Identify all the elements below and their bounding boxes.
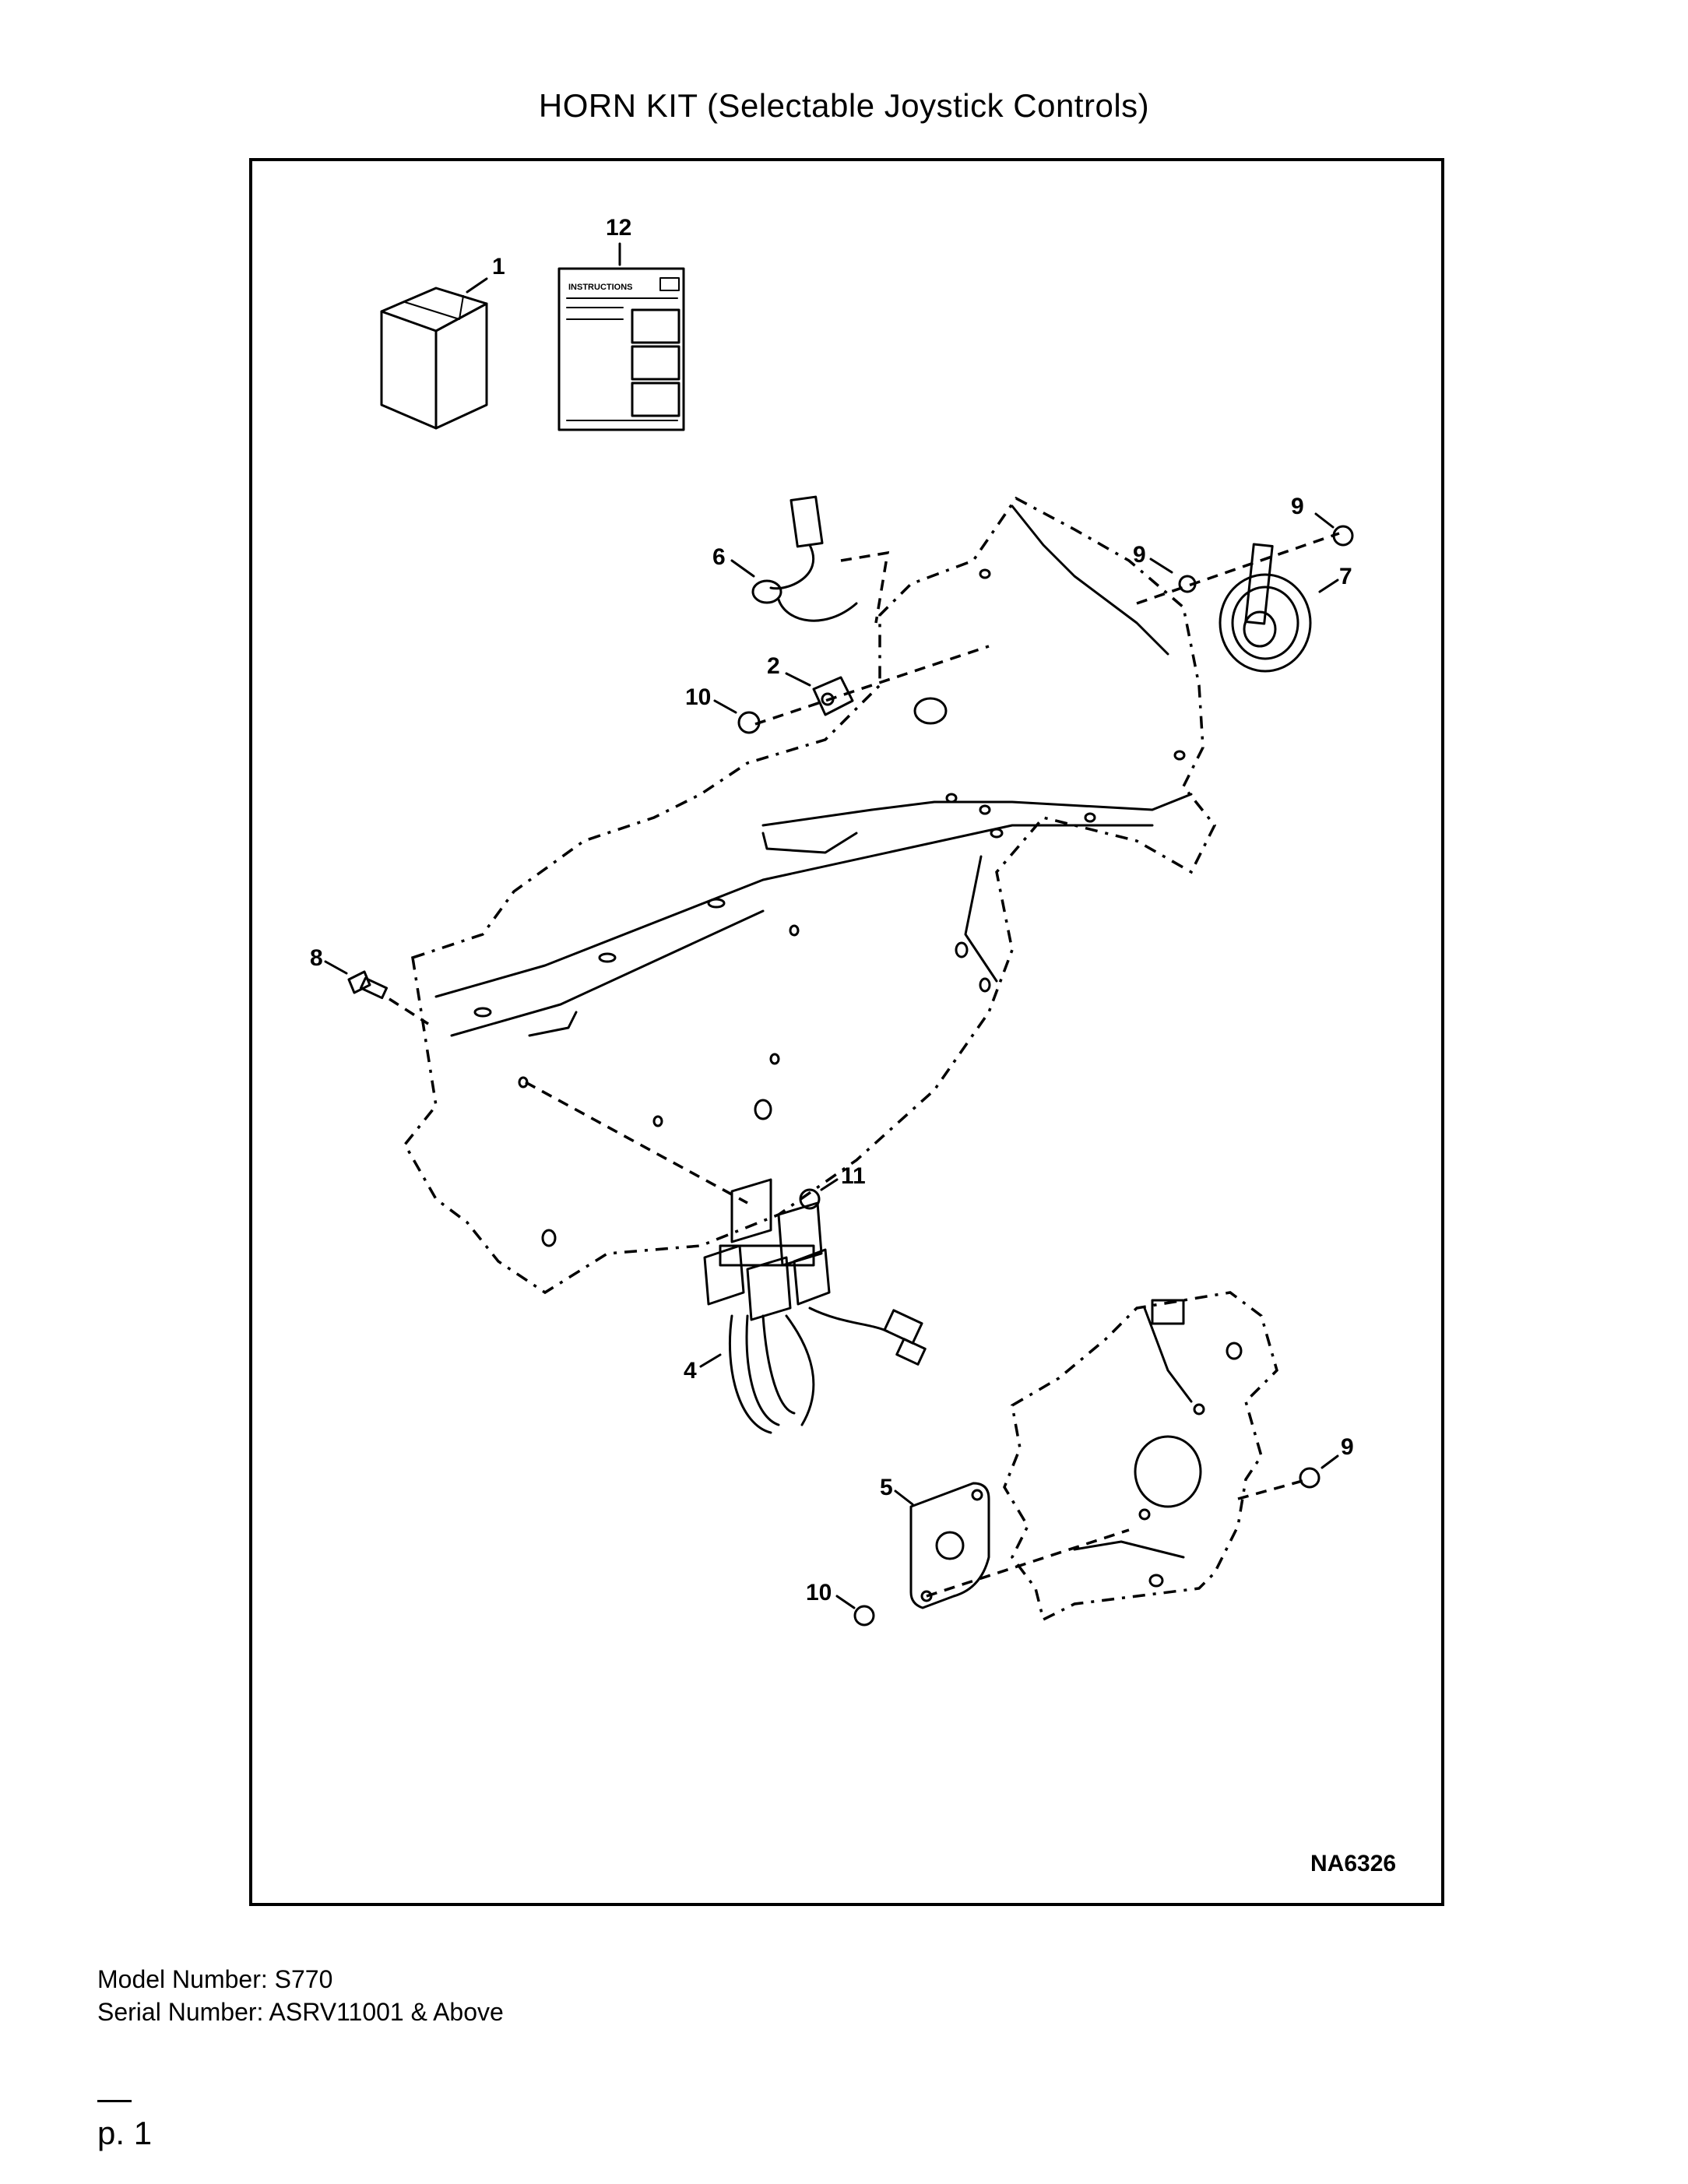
callout-3: 2 bbox=[767, 653, 780, 679]
callout-9-bottom: 9 bbox=[1341, 1434, 1354, 1460]
page-number: p. 1 bbox=[97, 2115, 153, 2151]
fastener-line-3 bbox=[754, 645, 990, 726]
horn-icon bbox=[1219, 543, 1312, 673]
leader-5 bbox=[894, 1489, 914, 1506]
fastener-line-9 bbox=[1237, 1478, 1309, 1500]
leader-10-bottom bbox=[835, 1595, 856, 1609]
callout-11: 11 bbox=[841, 1163, 866, 1189]
nut-icon bbox=[799, 1188, 821, 1210]
instructions-sheet-icon: INSTRUCTIONS bbox=[557, 267, 685, 431]
model-number: Model Number: S770 bbox=[97, 1965, 333, 1993]
page-rule bbox=[97, 2100, 132, 2102]
leader-2 bbox=[1318, 579, 1339, 593]
gasket-plate-icon bbox=[909, 1482, 990, 1609]
leader-3 bbox=[785, 672, 811, 687]
callout-6: 6 bbox=[712, 544, 726, 570]
wire-harness-icon bbox=[751, 495, 890, 624]
nut-icon bbox=[853, 1605, 875, 1627]
nut-icon bbox=[1332, 525, 1354, 547]
leader-6 bbox=[730, 559, 755, 578]
leader-9-top bbox=[1314, 512, 1335, 529]
callout-8: 8 bbox=[310, 945, 323, 971]
instructions-label: INSTRUCTIONS bbox=[568, 283, 633, 292]
callout-2: 7 bbox=[1339, 564, 1352, 589]
panel-assembly bbox=[403, 496, 1217, 1295]
fastener-line-relay bbox=[525, 1081, 748, 1205]
serial-number: Serial Number: ASRV11001 & Above bbox=[97, 1998, 504, 2026]
callout-4: 4 bbox=[684, 1358, 697, 1384]
diagram-frame bbox=[249, 158, 1444, 1906]
leader-4 bbox=[699, 1353, 722, 1368]
callout-7: 9 bbox=[1133, 542, 1146, 568]
callout-12: 12 bbox=[606, 215, 631, 241]
callout-10-top: 10 bbox=[685, 684, 711, 710]
fastener-line-horn bbox=[1136, 532, 1340, 605]
fastener-line-8 bbox=[389, 997, 429, 1025]
bolt-icon bbox=[347, 970, 389, 1000]
clamp-icon bbox=[812, 676, 854, 716]
nut-icon bbox=[737, 711, 761, 734]
callout-10-bottom: 10 bbox=[806, 1580, 832, 1605]
leader-1 bbox=[466, 277, 488, 294]
leader-9-bottom bbox=[1321, 1454, 1339, 1469]
drawing-id: NA6326 bbox=[1310, 1851, 1396, 1876]
callout-9-top: 9 bbox=[1291, 494, 1304, 519]
lower-bracket bbox=[1003, 1291, 1278, 1622]
page-title: HORN KIT (Selectable Joystick Controls) bbox=[538, 87, 1150, 124]
fastener-line-plate bbox=[926, 1528, 1130, 1598]
leader-8 bbox=[324, 960, 348, 975]
relay-harness-icon bbox=[703, 1178, 927, 1434]
leader-11 bbox=[820, 1178, 839, 1191]
kit-box-icon bbox=[380, 287, 488, 430]
callout-5: 5 bbox=[880, 1475, 893, 1500]
leader-10-top bbox=[713, 699, 737, 714]
callout-1: 1 bbox=[492, 254, 505, 280]
leader-7 bbox=[1149, 557, 1173, 574]
washer-icon bbox=[1178, 575, 1197, 593]
nut-icon bbox=[1299, 1467, 1321, 1489]
